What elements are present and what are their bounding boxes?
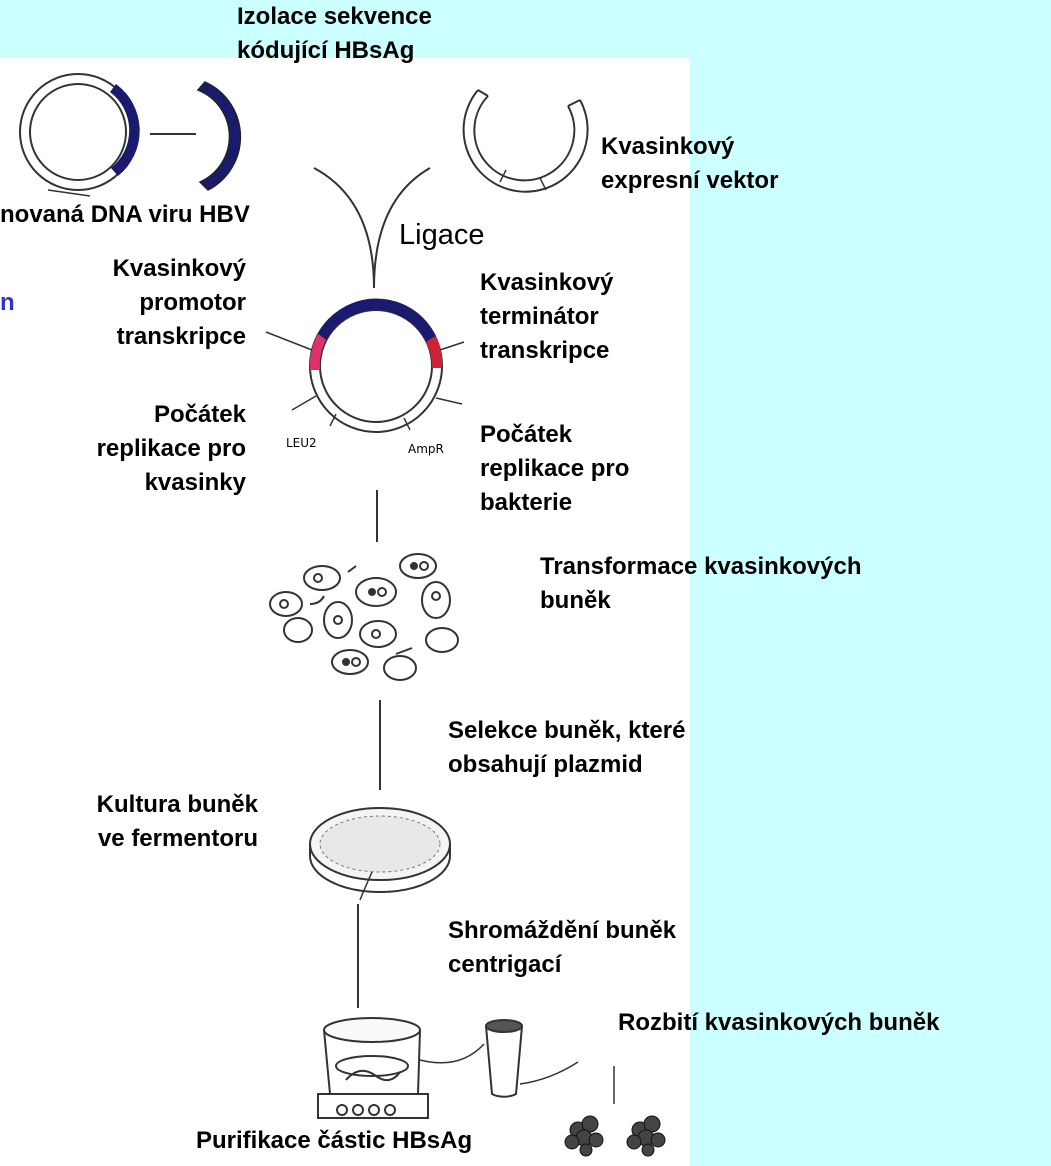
connector-tube: [420, 1044, 484, 1063]
hbsag-fragment: [198, 82, 240, 190]
centrifuge: [318, 1018, 428, 1118]
ligation-label: Ligace: [399, 218, 484, 252]
ampr-label: AmpR: [408, 442, 444, 456]
petri-dish: [310, 808, 450, 900]
disruption-label: Rozbití kvasinkových buněk: [618, 1006, 939, 1040]
hbv-dna-ring: [20, 74, 140, 196]
ligation-line-left: [314, 168, 374, 288]
yeast-cells: [270, 554, 458, 680]
yeast-vector-arc: [464, 90, 588, 192]
centrifuge-tube: [486, 1020, 578, 1097]
purification-label: Purifikace částic HBsAg: [196, 1124, 472, 1158]
recombinant-plasmid: [266, 299, 464, 432]
hbv-dna-label: novaná DNA viru HBV: [0, 198, 250, 232]
hbsag-particles: [565, 1116, 665, 1156]
side-fragment-label: n: [0, 286, 15, 320]
leu2-label: LEU2: [286, 436, 317, 450]
